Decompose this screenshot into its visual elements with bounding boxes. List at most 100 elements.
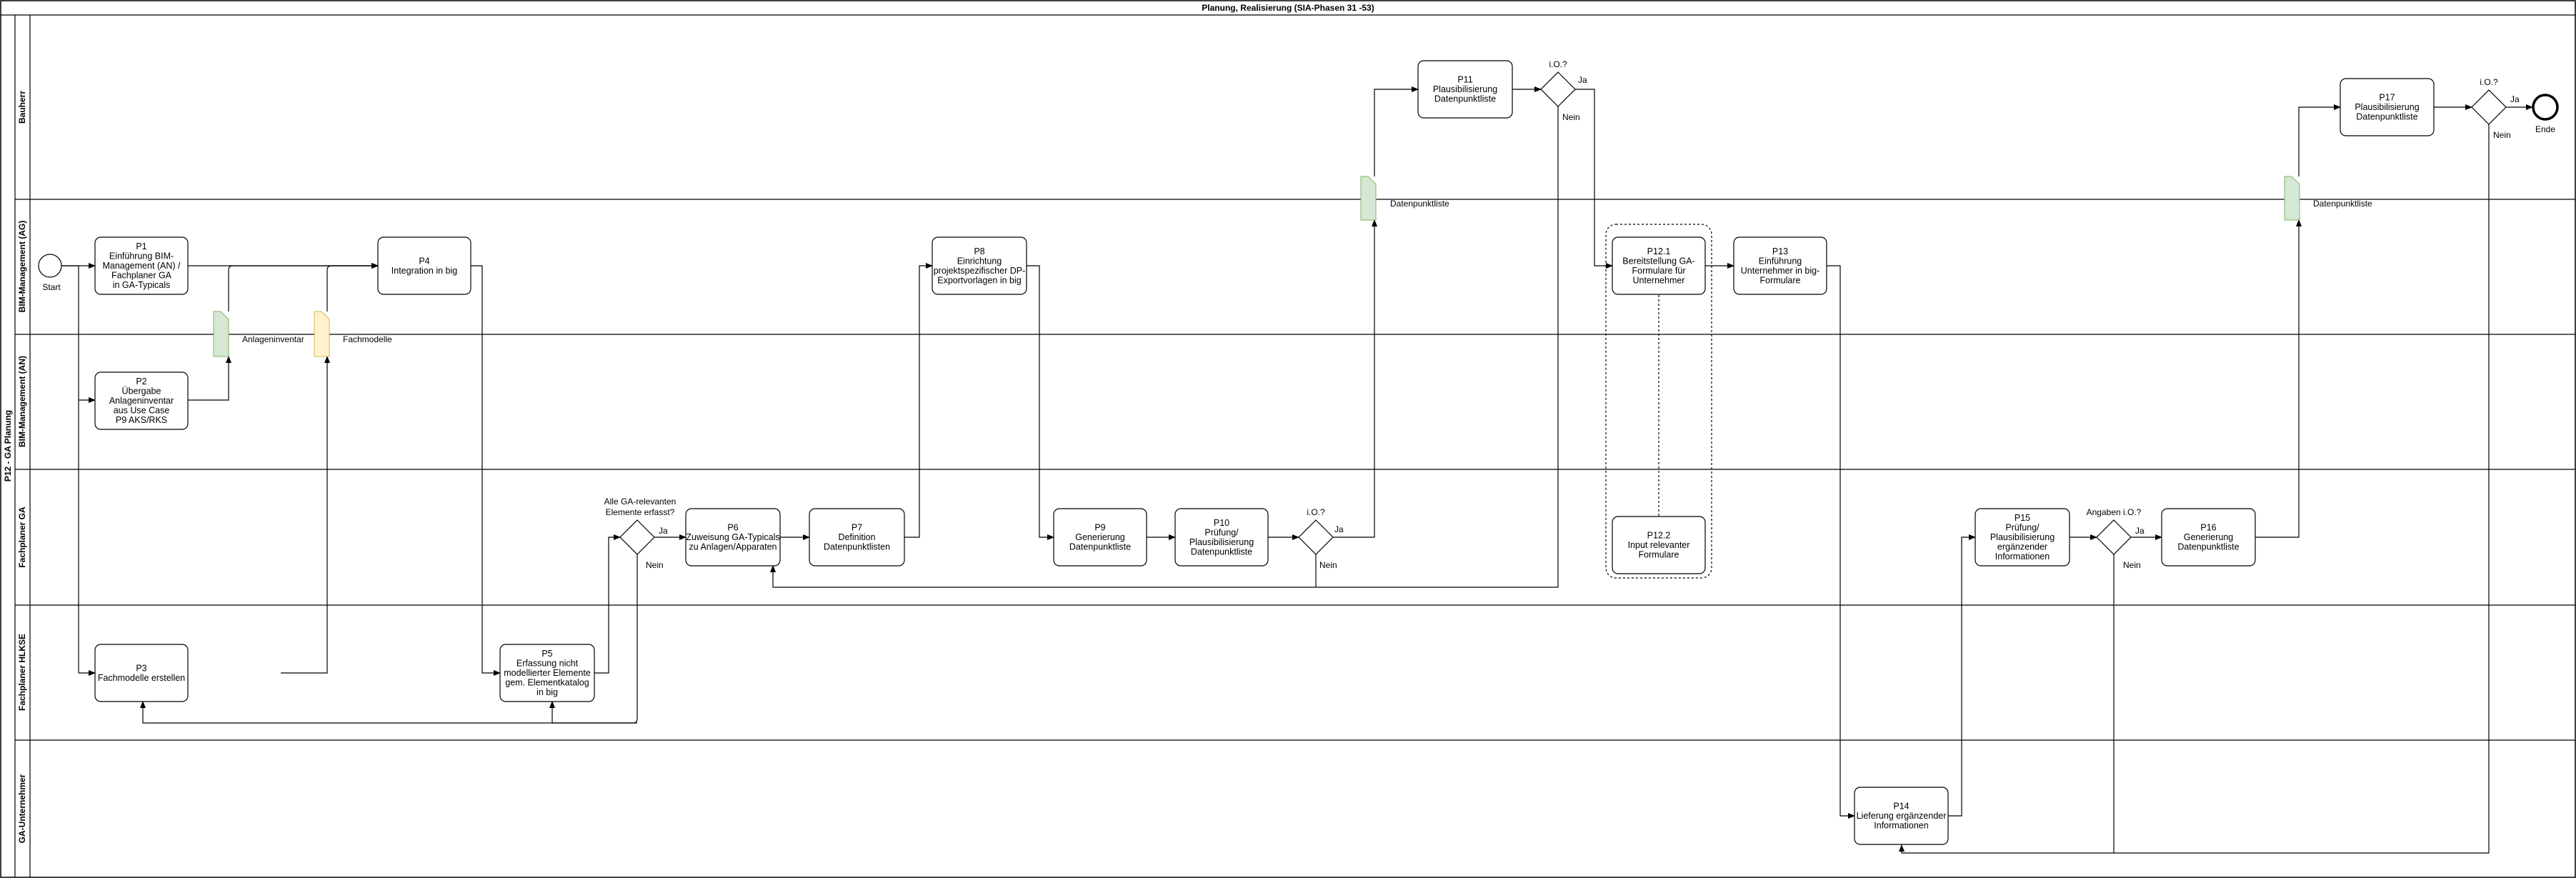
task-id: P1 — [136, 241, 146, 251]
task-box — [94, 236, 189, 295]
task-box — [1053, 508, 1147, 567]
g3-question: i.O.? — [1549, 59, 1567, 69]
task-label-line: P9 AKS/RKS — [116, 415, 167, 425]
task-label-line: Formulare — [1760, 275, 1801, 285]
task-label-line: Datenpunktliste — [2177, 542, 2239, 552]
doc-fachmodelle-label: Fachmodelle — [343, 334, 392, 344]
task-label-line: Einrichtung — [957, 256, 1002, 266]
task-p15[interactable]: P15Prüfung/PlausibilisierungergänzenderI… — [1975, 508, 2070, 567]
task-label-line: projektspezifischer DP- — [934, 266, 1026, 276]
document-icon — [213, 311, 229, 357]
task-label-line: Plausibilisierung — [1433, 84, 1497, 94]
gateway-io-p10[interactable]: i.O.? Ja Nein — [1298, 507, 1344, 570]
task-label-line: Datenpunktliste — [1069, 542, 1131, 552]
task-id: P17 — [2379, 93, 2395, 103]
task-box — [1612, 516, 1706, 574]
gateway-io-p11[interactable]: i.O.? Ja Nein — [1540, 59, 1587, 122]
task-label-line: Informationen — [1874, 821, 1928, 831]
g4-yes: Ja — [2135, 526, 2145, 536]
task-label-line: Datenpunktliste — [1434, 94, 1496, 104]
end-event[interactable]: Ende — [2532, 94, 2559, 134]
task-box — [499, 644, 595, 702]
task-label-line: Definition — [838, 532, 875, 542]
pool-label: P12 - GA Planung — [3, 410, 13, 482]
pool-title: Planung, Realisierung (SIA-Phasen 31 -53… — [1202, 3, 1374, 13]
task-label-line: Fachmodelle erstellen — [98, 673, 185, 683]
doc-datenpunktliste-1[interactable]: Datenpunktliste — [1360, 176, 1449, 221]
task-label-line: Erfassung nicht — [516, 659, 579, 669]
task-label-line: Anlageninventar — [109, 396, 174, 406]
task-label-line: in big — [536, 687, 558, 697]
task-label-line: Plausibilisierung — [1189, 537, 1254, 547]
task-label-line: Prüfung/ — [2005, 523, 2040, 533]
task-id: P11 — [1457, 75, 1472, 85]
task-box — [809, 508, 905, 567]
g5-question: i.O.? — [2480, 77, 2498, 87]
task-label-line: aus Use Case — [114, 406, 170, 416]
task-label-line: Exportvorlagen in big — [937, 275, 1021, 285]
gateway-diamond — [1540, 71, 1576, 107]
task-label-line: Integration in big — [391, 266, 457, 276]
task-id: P9 — [1094, 523, 1105, 533]
g1-no: Nein — [646, 560, 664, 570]
task-label-line: Formulare für — [1632, 266, 1685, 276]
end-label: Ende — [2535, 124, 2555, 134]
g4-no: Nein — [2123, 560, 2141, 570]
doc-anlageninventar[interactable]: Anlageninventar — [213, 311, 304, 357]
task-id: P3 — [136, 663, 146, 673]
task-label-line: Zuweisung GA-Typicals — [686, 532, 779, 542]
gateway-angaben-io[interactable]: Angaben i.O.? Ja Nein — [2087, 507, 2145, 570]
task-label-line: Datenpunktliste — [1191, 547, 1252, 557]
gateway-io-p17[interactable]: i.O.? Ja Nein — [2471, 77, 2520, 140]
doc-datenpunktliste-2[interactable]: Datenpunktliste — [2284, 176, 2372, 221]
task-box — [1417, 60, 1513, 119]
task-box — [94, 644, 189, 702]
task-label-line: Unternehmer in big- — [1741, 266, 1819, 276]
gateway-diamond — [1298, 519, 1334, 555]
task-label-line: gem. Elementkatalog — [505, 678, 589, 688]
task-id: P12.2 — [1647, 531, 1671, 541]
task-id: P7 — [852, 523, 862, 533]
task-label-line: Unternehmer — [1633, 275, 1685, 285]
document-icon — [1360, 176, 1377, 221]
g3-no: Nein — [1562, 112, 1580, 122]
doc-datenpunktliste-2-label: Datenpunktliste — [2313, 199, 2372, 209]
lane-label-fp-hlkse: Fachplaner HLKSE — [17, 634, 27, 711]
task-label-line: Einführung — [1759, 256, 1802, 266]
task-p10[interactable]: P10Prüfung/PlausibilisierungDatenpunktli… — [1174, 508, 1269, 567]
gateway-elemente-erfasst[interactable]: Alle GA-relevanten Elemente erfasst? Ja … — [604, 497, 677, 570]
start-event[interactable]: Start — [38, 254, 62, 292]
task-id: P6 — [727, 523, 738, 533]
task-label-line: Generierung — [1075, 532, 1125, 542]
gateway-diamond — [619, 519, 655, 555]
task-label-line: modellierter Elemente — [504, 668, 591, 678]
g2-yes: Ja — [1334, 524, 1344, 534]
g2-question: i.O.? — [1307, 507, 1325, 517]
lane-label-bim-ag: BIM-Management (AG) — [17, 221, 27, 313]
task-label-line: in GA-Typicals — [113, 280, 171, 290]
lane-label-bim-an: BIM-Management (AN) — [17, 356, 27, 447]
task-box — [377, 236, 471, 295]
sequence-flows — [61, 86, 2533, 854]
doc-fachmodelle[interactable]: Fachmodelle — [314, 311, 392, 357]
task-box — [932, 236, 1027, 295]
task-label-line: Einführung BIM- — [109, 251, 174, 261]
